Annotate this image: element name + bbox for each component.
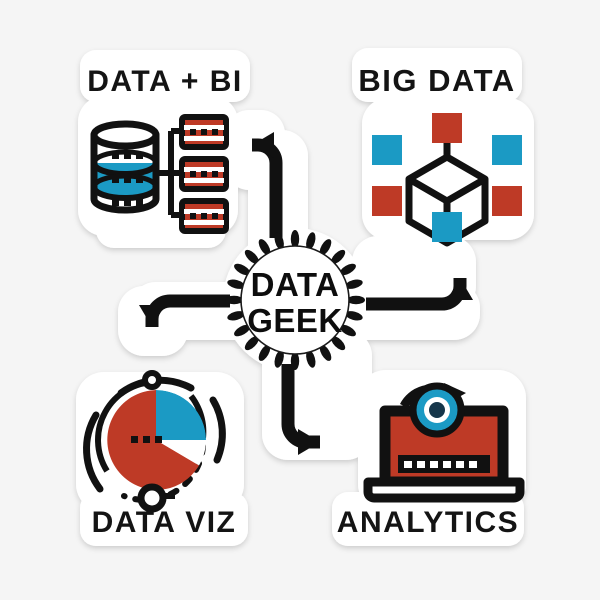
laptop: [363, 405, 525, 503]
data-bi-label: DATA + BI: [87, 65, 242, 98]
database-servers-icon: [90, 114, 229, 234]
badge-line-2: GEEK: [247, 302, 343, 339]
pie-dot-2: [143, 436, 150, 443]
arrow-to-analytics: [281, 364, 320, 455]
database-cylinder: [90, 120, 160, 214]
cube-node-top-left: [372, 135, 402, 165]
cube-node-bottom: [432, 212, 462, 242]
badge-line-1: DATA: [251, 266, 340, 303]
pie-slices: [107, 390, 206, 490]
target-icon: [409, 382, 465, 438]
network-cube-icon: [372, 113, 522, 247]
cube-node-bottom-left: [372, 186, 402, 216]
data-viz-label: DATA VIZ: [92, 506, 237, 539]
pie-dot-3: [155, 436, 162, 443]
pie-knob-top: [142, 370, 162, 390]
badge-ring: [240, 245, 350, 355]
quadrant-data-viz[interactable]: DATA VIZ: [83, 370, 237, 539]
laptop-base: [363, 477, 525, 503]
analytics-label: ANALYTICS: [337, 506, 519, 539]
cube-node-top: [432, 113, 462, 143]
flow-arrows: [139, 132, 473, 455]
cube-node-top-right: [492, 135, 522, 165]
big-data-label: BIG DATA: [358, 63, 515, 98]
cube-node-bottom-right: [492, 186, 522, 216]
pie-dot-1: [131, 436, 138, 443]
quadrant-data-bi[interactable]: DATA + BI: [87, 65, 242, 234]
badge-sunburst: [225, 230, 365, 370]
arrow-to-data-viz: [139, 294, 230, 327]
arrow-to-data-bi: [252, 132, 283, 238]
data-geek-badge[interactable]: DATA GEEK: [225, 230, 365, 370]
quadrant-analytics[interactable]: ANALYTICS: [337, 382, 525, 539]
pie-chart-icon: [83, 370, 226, 513]
arrow-to-big-data: [366, 278, 473, 311]
laptop-target-icon: [363, 382, 525, 503]
quadrant-big-data[interactable]: BIG DATA: [358, 63, 522, 247]
server-blocks: [179, 114, 229, 234]
